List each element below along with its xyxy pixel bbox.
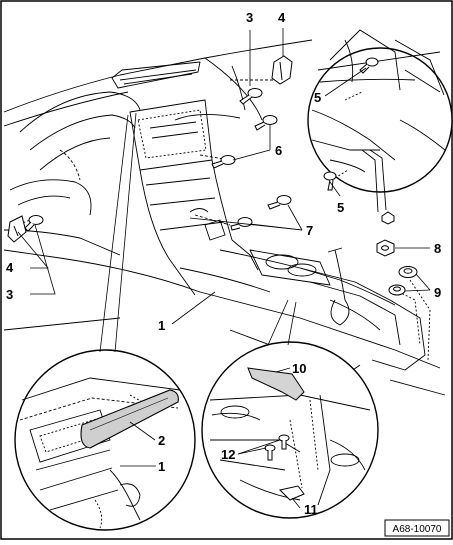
callout-1-main: 1 <box>158 318 165 333</box>
clip-11 <box>279 485 305 501</box>
figure-id-tag: A68-10070 <box>384 519 450 537</box>
callout-2: 2 <box>158 433 165 448</box>
screw-3-top <box>239 88 263 105</box>
callout-3-top: 3 <box>246 10 253 25</box>
clip-strip-10 <box>247 367 305 401</box>
callout-10: 10 <box>292 361 306 376</box>
screw-7-b <box>230 217 253 231</box>
nut-8 <box>376 239 395 257</box>
callout-12: 12 <box>221 447 235 462</box>
callout-1-inset: 1 <box>158 459 165 474</box>
inset-detail-lower-left <box>14 349 196 531</box>
callout-labels: 3 4 5 5 6 7 8 9 1 1 2 4 3 10 12 11 <box>6 10 441 517</box>
clip-4-top <box>271 55 293 85</box>
trim-panel-2 <box>80 389 179 449</box>
callout-6: 6 <box>275 143 282 158</box>
fasteners-12 <box>264 434 290 461</box>
dashboard-illustration <box>3 39 446 396</box>
screw-6 <box>211 155 236 169</box>
leader-lines <box>17 28 431 509</box>
callout-5-upper: 5 <box>314 90 321 105</box>
callout-9: 9 <box>434 285 441 300</box>
clip-4-left <box>7 215 27 243</box>
nut-9 <box>398 266 418 278</box>
screw-upper-right <box>254 115 278 131</box>
callout-7: 7 <box>306 223 313 238</box>
inset-detail-upper <box>307 29 453 225</box>
callout-3-left: 3 <box>6 287 13 302</box>
callout-8: 8 <box>434 241 441 256</box>
callout-4-left: 4 <box>6 260 14 275</box>
nut-9-b <box>388 284 406 296</box>
screw-7-a <box>267 195 292 210</box>
callout-11: 11 <box>304 502 318 517</box>
fasteners-main <box>7 55 418 296</box>
callout-4-top: 4 <box>278 10 286 25</box>
callout-5-lower: 5 <box>337 200 344 215</box>
screw-3-left <box>24 215 44 232</box>
figure-id: A68-10070 <box>393 524 442 535</box>
